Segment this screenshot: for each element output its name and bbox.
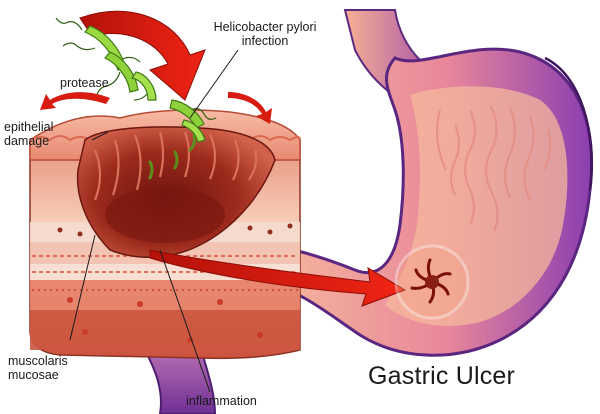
label-muscolaris-mucosae: muscolaris mucosae bbox=[8, 354, 68, 382]
helicobacter-bacterium-icon bbox=[84, 25, 206, 143]
label-muscolaris-line2: mucosae bbox=[8, 368, 59, 382]
label-infection-line2: infection bbox=[241, 34, 289, 48]
label-protease: protease bbox=[60, 76, 109, 90]
label-inflammation: inflammation bbox=[186, 394, 257, 408]
tissue-pores bbox=[57, 223, 293, 237]
illustration-title: Gastric Ulcer bbox=[368, 362, 516, 390]
label-muscolaris-line1: muscolaris bbox=[8, 354, 68, 368]
label-epithelial-line1: epithelial bbox=[4, 120, 54, 134]
label-epithelial-line2: damage bbox=[4, 134, 50, 148]
stomach-cavity bbox=[385, 86, 568, 326]
bacteria-flagella bbox=[55, 17, 217, 120]
ulcer-highlight bbox=[394, 244, 470, 320]
crater-wall-folds bbox=[93, 131, 258, 201]
label-epithelial-damage: epithelial damage bbox=[4, 120, 53, 148]
label-infection-line1: Helicobacter pylori bbox=[213, 20, 317, 34]
label-infection: Helicobacter pylori infection bbox=[196, 20, 334, 48]
helicobacter-bacteria-cluster bbox=[55, 17, 217, 143]
ulcer-location-arrow bbox=[149, 249, 407, 307]
infection-arrow bbox=[79, 10, 206, 101]
leader-lines bbox=[69, 49, 239, 393]
gastric-rugae bbox=[435, 104, 552, 232]
tissue-cross-section bbox=[29, 109, 301, 360]
protease-arrow-right bbox=[228, 92, 272, 124]
bacteria-in-crater bbox=[148, 134, 196, 180]
protease-arrow-left bbox=[40, 92, 110, 110]
stomach-rim bbox=[544, 56, 593, 191]
